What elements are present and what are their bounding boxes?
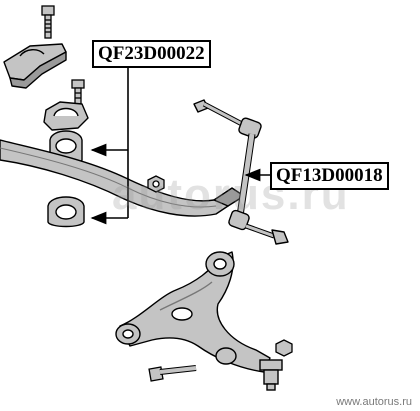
small-bolt	[71, 79, 85, 105]
part-number-link: QF13D00018	[270, 162, 389, 190]
footer-url: www.autorus.ru	[336, 396, 412, 408]
stabilizer-bracket	[3, 43, 67, 89]
bushing-leader-lines	[90, 66, 129, 225]
top-bolt	[41, 5, 55, 39]
stabilizer-bushing-lower	[47, 196, 85, 228]
link-nut	[147, 175, 165, 193]
lower-control-arm	[115, 251, 271, 373]
control-arm-bolt	[148, 365, 197, 382]
part-number-bushing: QF23D00022	[92, 40, 211, 68]
bushing-clamp	[43, 101, 89, 131]
control-arm-nut	[275, 339, 293, 357]
ball-joint	[259, 359, 283, 391]
